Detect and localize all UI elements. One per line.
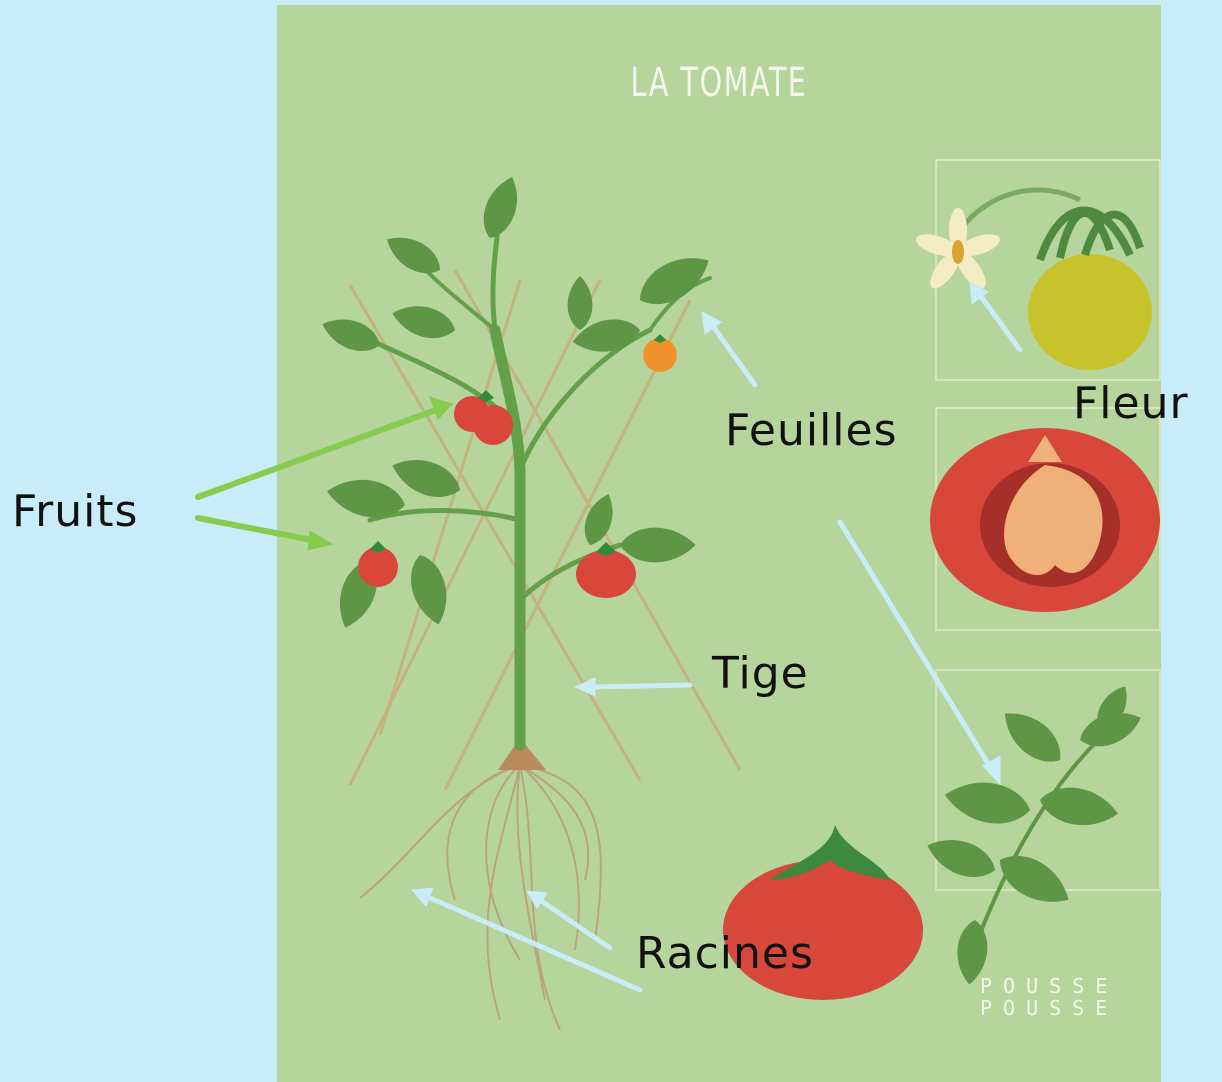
brand-logo: POUSSE POUSSE [980,975,1130,1019]
sliced-tomato [930,428,1160,612]
roots [360,765,601,1030]
label-tige: Tige [712,648,809,699]
label-feuilles: Feuilles [725,405,898,456]
label-fleur: Fleur [1073,378,1189,429]
brand-line-2: POUSSE [980,997,1130,1019]
label-fruits: Fruits [12,486,138,537]
trellis [350,270,740,790]
label-racines: Racines [636,928,814,979]
flower-and-green-tomato [913,190,1152,370]
brand-line-1: POUSSE [980,975,1130,997]
poster-title: LA TOMATE [401,60,1037,106]
compound-leaf [922,681,1146,986]
